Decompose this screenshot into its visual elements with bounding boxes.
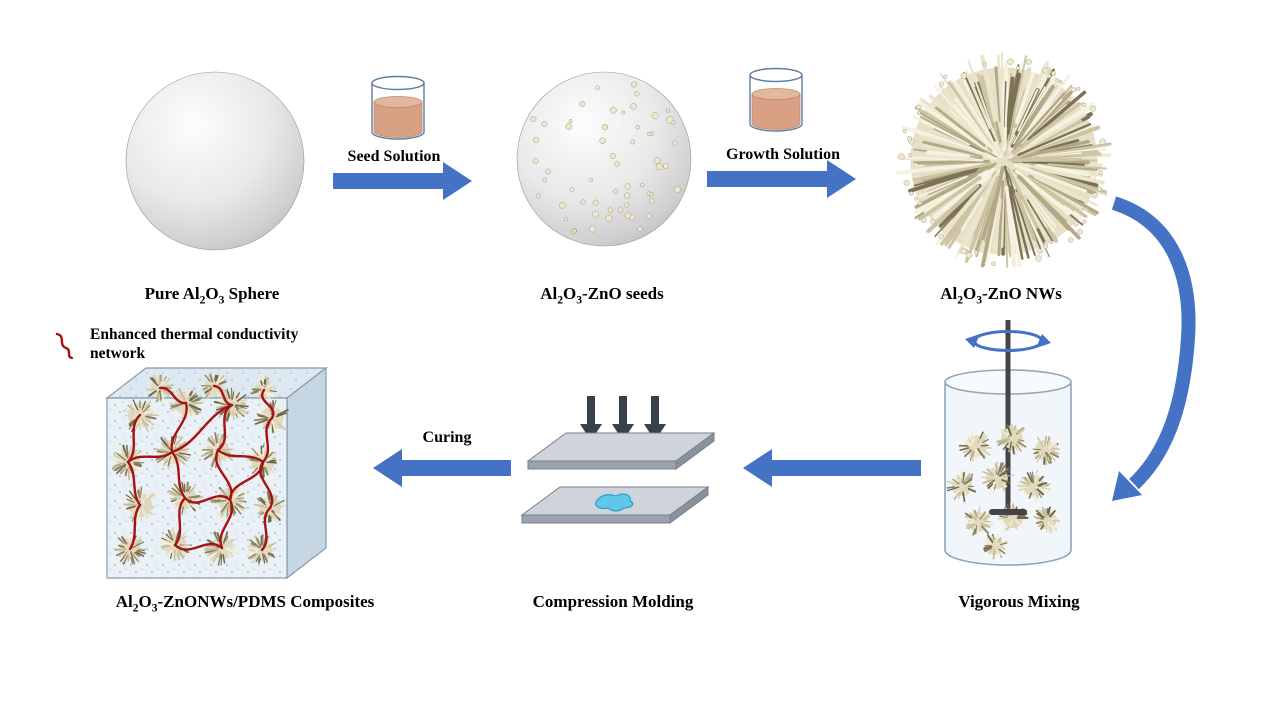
label-pure-sphere: Pure Al2O3 Sphere — [144, 284, 280, 307]
label-text: Sphere — [224, 284, 280, 303]
growth-solution-arrow — [707, 160, 856, 198]
compression-mold — [520, 396, 716, 524]
composite-cube — [105, 366, 328, 580]
subscript: 3 — [976, 293, 982, 307]
press-arrows-icon — [580, 396, 666, 441]
thermal-network-lines — [126, 384, 275, 552]
subscript: 3 — [218, 293, 225, 307]
label-text: -ZnO seeds — [582, 284, 664, 303]
label-text: O — [138, 592, 152, 611]
subscript: 2 — [957, 293, 963, 307]
squiggle-icon — [55, 332, 74, 360]
nanowire-sphere — [895, 51, 1112, 268]
label-curing: Curing — [422, 429, 472, 446]
label-text: -ZnO NWs — [981, 284, 1062, 303]
subscript: 2 — [199, 293, 206, 307]
label-text: O — [205, 284, 219, 303]
legend-thermal-network-label: Enhanced thermal conductivity network — [90, 326, 299, 362]
label-text: O — [962, 284, 977, 303]
subscript: 3 — [576, 293, 583, 307]
label-seed-solution: Seed Solution — [347, 148, 441, 165]
seeded-sphere — [516, 71, 692, 247]
label-text: Al — [940, 284, 958, 303]
label-nanowire-sphere: Al2O3-ZnO NWs — [940, 284, 1062, 307]
curved-down-arrow — [1111, 196, 1196, 501]
label-growth-solution: Growth Solution — [726, 146, 840, 163]
mold-top-plate — [526, 432, 716, 470]
seed-solution-arrow — [333, 162, 472, 200]
subscript: 2 — [132, 601, 139, 615]
label-vigorous-mixing: Vigorous Mixing — [958, 592, 1080, 611]
label-text: -ZnONWs/PDMS Composites — [157, 592, 375, 611]
subscript: 2 — [557, 293, 564, 307]
label-compression-molding: Compression Molding — [532, 592, 694, 611]
seed-solution-beaker-icon — [371, 75, 425, 140]
growth-solution-beaker-icon — [749, 67, 803, 132]
polymer-blob — [595, 493, 634, 512]
pure-alumina-sphere — [125, 71, 305, 251]
label-composite: Al2O3-ZnONWs/PDMS Composites — [115, 592, 375, 615]
curing-arrow — [373, 449, 511, 487]
label-seeded-sphere: Al2O3-ZnO seeds — [540, 284, 664, 307]
label-text: Pure Al — [144, 284, 200, 303]
rotation-arrows-icon — [965, 330, 1051, 352]
label-text: Al — [115, 592, 133, 611]
subscript: 3 — [151, 601, 158, 615]
mixing-to-molding-arrow — [743, 449, 921, 487]
label-text: Al — [540, 284, 558, 303]
label-text: O — [563, 284, 577, 303]
mixing-beaker — [944, 320, 1072, 566]
